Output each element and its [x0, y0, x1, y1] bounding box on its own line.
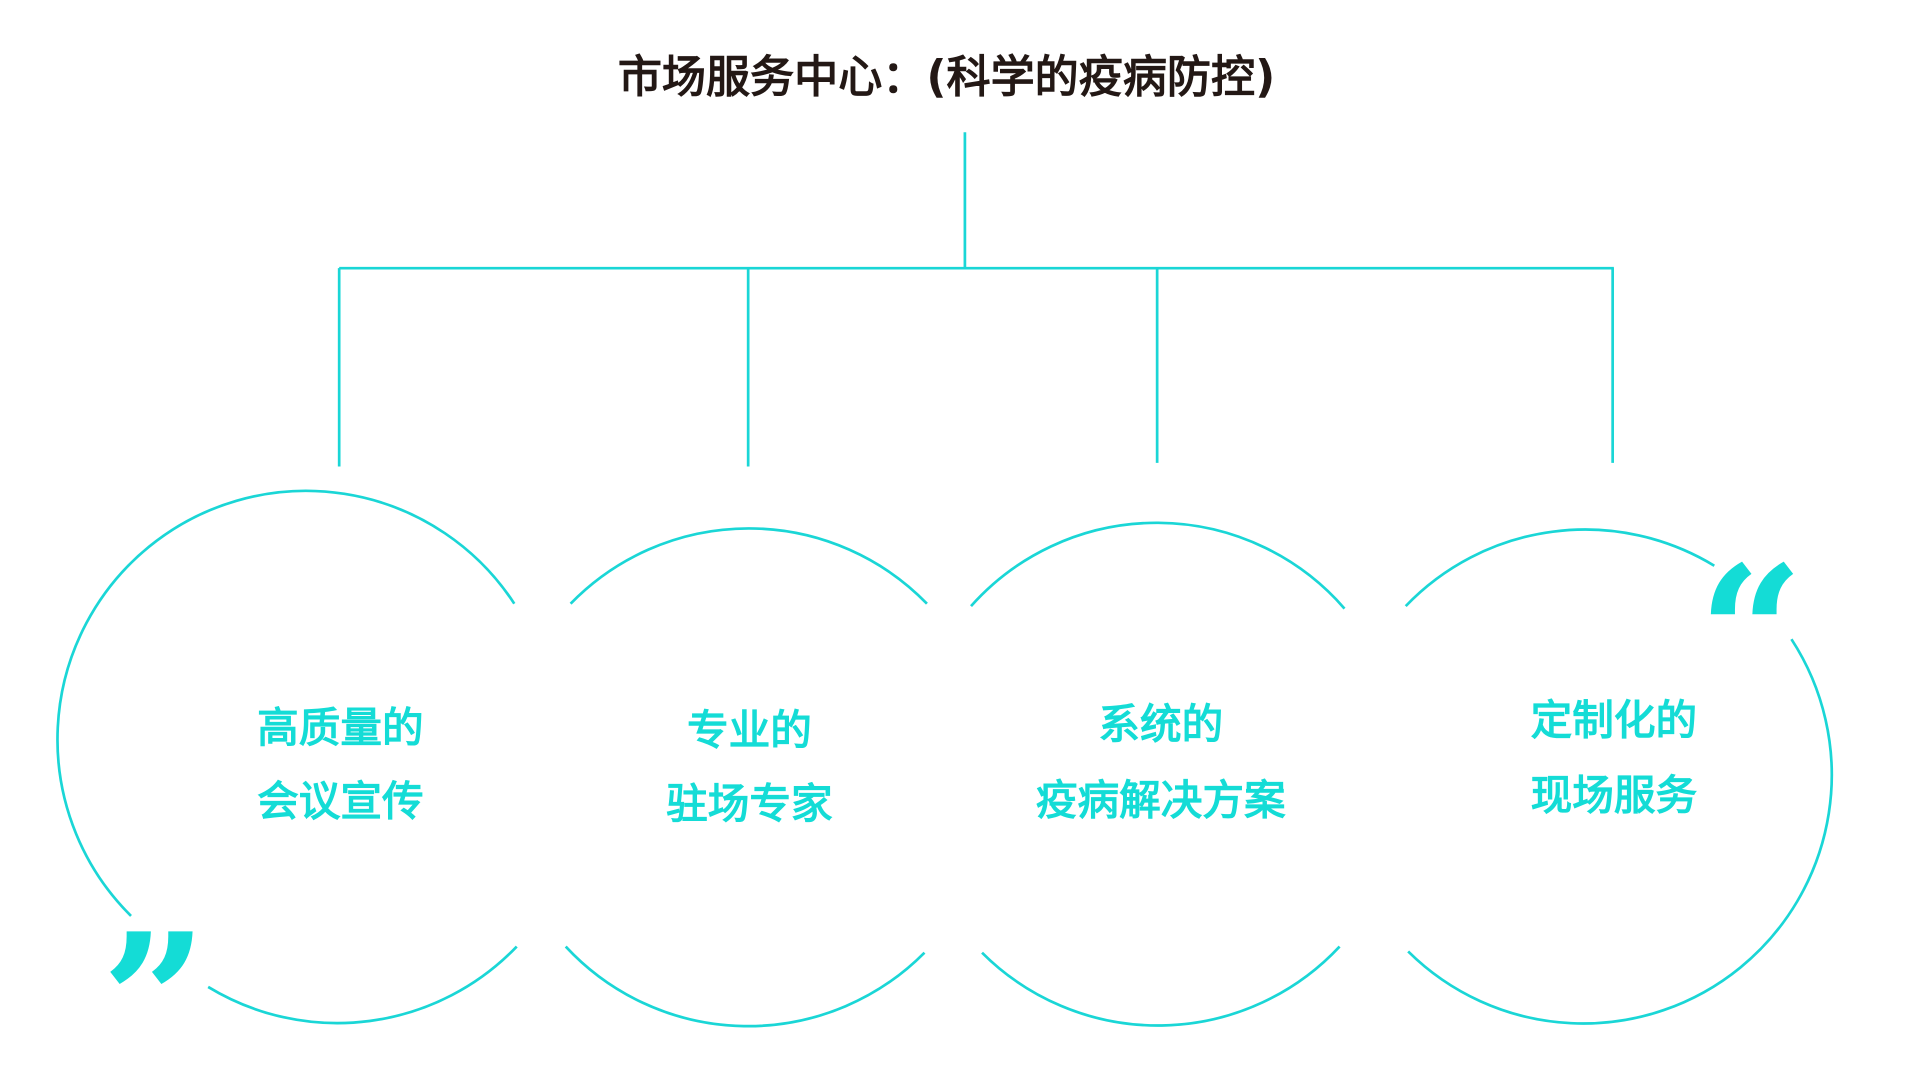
- node-circle-4: 定制化的 现场服务: [1404, 528, 1834, 1025]
- node-label-line1: 专业的: [687, 705, 812, 754]
- node-label-line2: 现场服务: [1531, 770, 1698, 819]
- close-quote-icon: ”: [101, 894, 207, 1080]
- circle-arc-top: [1404, 528, 1715, 608]
- circle-arc-top: [569, 527, 928, 605]
- circle-arc-bottom: [207, 945, 518, 1025]
- node-circle-1: 高质量的 会议宣传: [56, 489, 518, 1025]
- circle-arc-bottom: [981, 945, 1341, 1027]
- circle-arc-top: [56, 489, 516, 917]
- open-quote-icon: “: [1698, 527, 1804, 742]
- circle-arc-right: [1407, 638, 1834, 1025]
- node-label-line2: 驻场专家: [666, 779, 833, 828]
- circle-arc-bottom: [564, 945, 926, 1028]
- connector-lines: [337, 132, 1614, 467]
- node-label-line1: 定制化的: [1531, 696, 1698, 745]
- node-circle-3: 系统的 疫病解决方案: [970, 521, 1346, 1027]
- diagram-title: 市场服务中心：(科学的疫病防控): [618, 52, 1275, 103]
- circle-arc-top: [970, 521, 1346, 610]
- node-label-line1: 系统的: [1098, 699, 1223, 748]
- node-label-line2: 会议宣传: [257, 777, 424, 826]
- node-circle-2: 专业的 驻场专家: [564, 527, 928, 1028]
- node-label-line2: 疫病解决方案: [1036, 775, 1286, 824]
- node-label-line1: 高质量的: [257, 703, 424, 752]
